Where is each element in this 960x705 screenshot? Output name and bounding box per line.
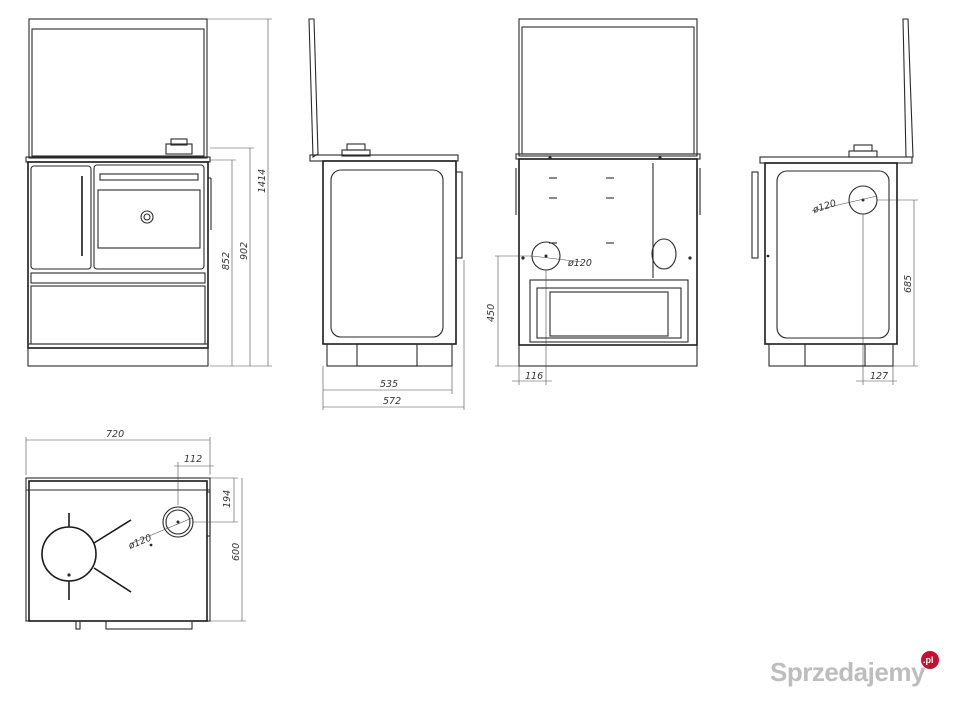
dim-top-depth: 600 bbox=[231, 543, 242, 561]
dim-flue-offset-rear: 116 bbox=[525, 371, 543, 382]
dim-body-height: 902 bbox=[239, 242, 250, 260]
dim-flue-offset-x-top: 112 bbox=[184, 454, 202, 465]
dim-flue-height-rear: 450 bbox=[486, 304, 497, 322]
dim-flue-offset-y-top: 194 bbox=[222, 490, 233, 508]
dim-width: 720 bbox=[106, 429, 124, 440]
rear-dimensions: 450 116 ø120 bbox=[486, 255, 592, 385]
dim-flue-diameter-top: ø120 bbox=[126, 533, 153, 553]
top-dimensions: 720 112 194 600 ø120 bbox=[25, 429, 246, 622]
dim-flue-diameter-rear: ø120 bbox=[567, 258, 592, 269]
dim-flue-height-side: 685 bbox=[903, 275, 914, 293]
watermark-text: Sprzedajemy bbox=[770, 657, 926, 687]
dim-flue-offset-side: 127 bbox=[870, 371, 888, 382]
top-view bbox=[25, 477, 211, 630]
side-left-dimensions: 535 572 bbox=[322, 260, 465, 410]
dim-depth-total: 572 bbox=[383, 396, 401, 407]
rear-view bbox=[515, 18, 701, 367]
dim-hob-height: 852 bbox=[221, 252, 232, 270]
dim-depth-body: 535 bbox=[380, 379, 398, 390]
front-dimensions: 1414 902 852 bbox=[207, 18, 272, 367]
side-right-dimensions: 685 127 ø120 bbox=[811, 198, 918, 385]
side-view-right bbox=[751, 18, 914, 367]
front-view bbox=[25, 18, 212, 367]
side-view-left bbox=[308, 18, 463, 367]
watermark-badge: .pl bbox=[923, 655, 934, 665]
watermark-logo: Sprzedajemy .pl bbox=[770, 651, 939, 687]
dim-flue-diameter-side: ø120 bbox=[811, 198, 838, 216]
dim-total-height: 1414 bbox=[257, 169, 268, 193]
